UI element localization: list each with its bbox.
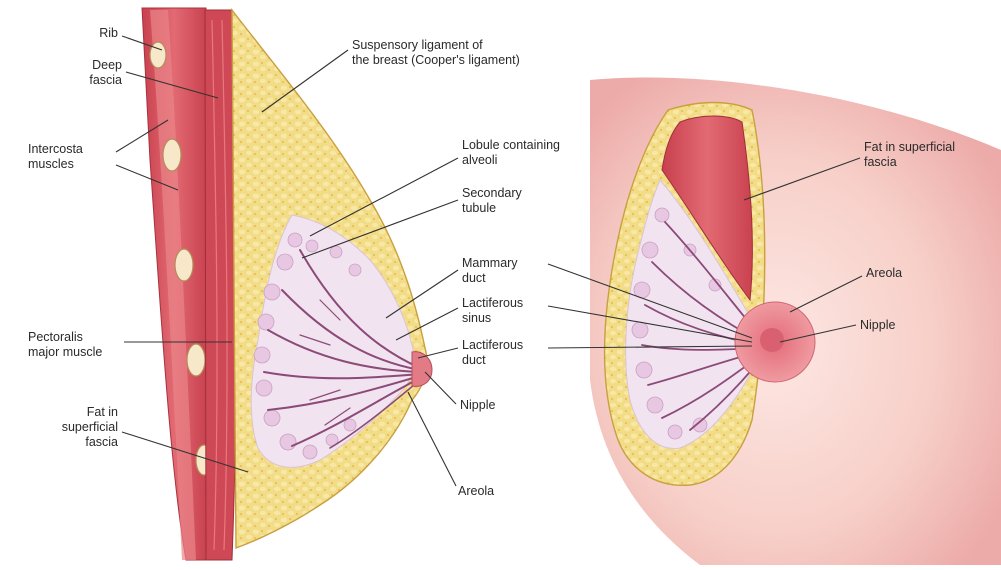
label-nipple-right: Nipple	[860, 318, 895, 333]
label-nipple-left: Nipple	[460, 398, 495, 413]
label-pectoralis-major: Pectoralis major muscle	[28, 330, 102, 360]
label-secondary-tubule: Secondary tubule	[462, 186, 522, 216]
label-lactiferous-duct: Lactiferous duct	[462, 338, 523, 368]
label-mammary-duct: Mammary duct	[462, 256, 518, 286]
label-lactiferous-sinus: Lactiferous sinus	[462, 296, 523, 326]
label-areola-right: Areola	[866, 266, 902, 281]
label-deep-fascia: Deep fascia	[50, 58, 122, 88]
sagittal-section	[142, 8, 432, 560]
label-fat-superficial-fascia-right: Fat in superficial fascia	[864, 140, 955, 170]
label-lobule: Lobule containing alveoli	[462, 138, 560, 168]
label-intercostal-muscles: Intercosta muscles	[28, 142, 83, 172]
label-fat-superficial-fascia-left: Fat in superficial fascia	[30, 405, 118, 450]
nipple-shape-anterior	[760, 328, 784, 352]
label-rib: Rib	[60, 26, 118, 41]
label-areola-left: Areola	[458, 484, 494, 499]
label-suspensory-ligament: Suspensory ligament of the breast (Coope…	[352, 38, 520, 68]
pectoralis-major-muscle	[205, 10, 237, 560]
